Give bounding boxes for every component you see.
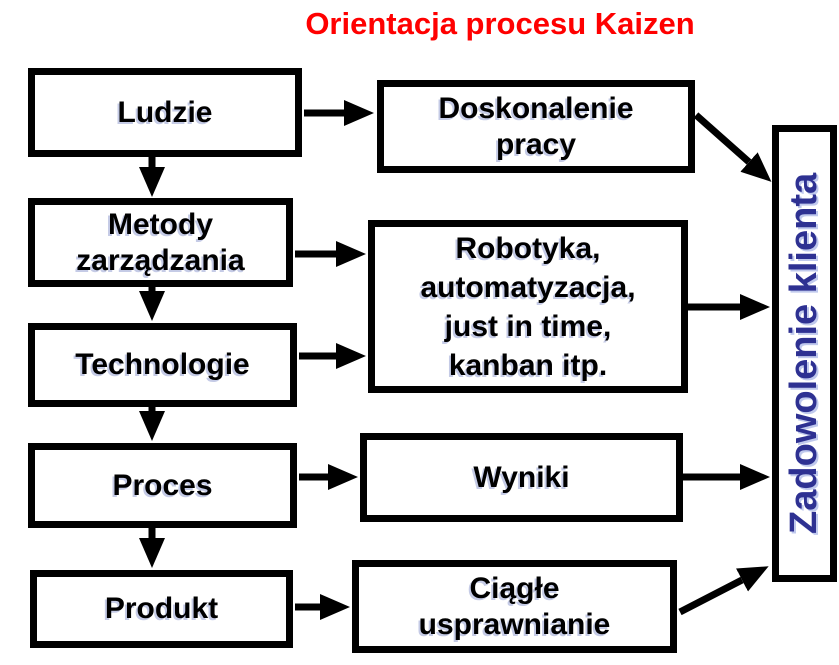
node-robotyka-automatyzacja: Robotyka, automatyzacja, just in time, k… xyxy=(368,220,688,393)
zadowolenie-klienta-label: Zadowolenie klienta xyxy=(783,172,826,535)
node-proces: Proces xyxy=(28,443,297,528)
diagram-title: Orientacja procesu Kaizen xyxy=(305,6,695,41)
node-ludzie: Ludzie xyxy=(28,68,302,157)
node-wyniki: Wyniki xyxy=(360,433,683,522)
node-metody-zarzadzania: Metody zarządzania xyxy=(28,198,293,287)
node-produkt: Produkt xyxy=(30,570,293,648)
node-ciagle-usprawnianie: Ciągłe usprawnianie xyxy=(352,560,677,653)
node-doskonalenie-pracy: Doskonalenie pracy xyxy=(377,80,695,173)
arrow-doskonalenie-zadowolenie xyxy=(693,112,772,182)
arrow-ciagle-zadowolenie xyxy=(678,566,769,616)
node-technologie: Technologie xyxy=(28,323,297,407)
node-zadowolenie-klienta: Zadowolenie klienta xyxy=(772,125,837,582)
